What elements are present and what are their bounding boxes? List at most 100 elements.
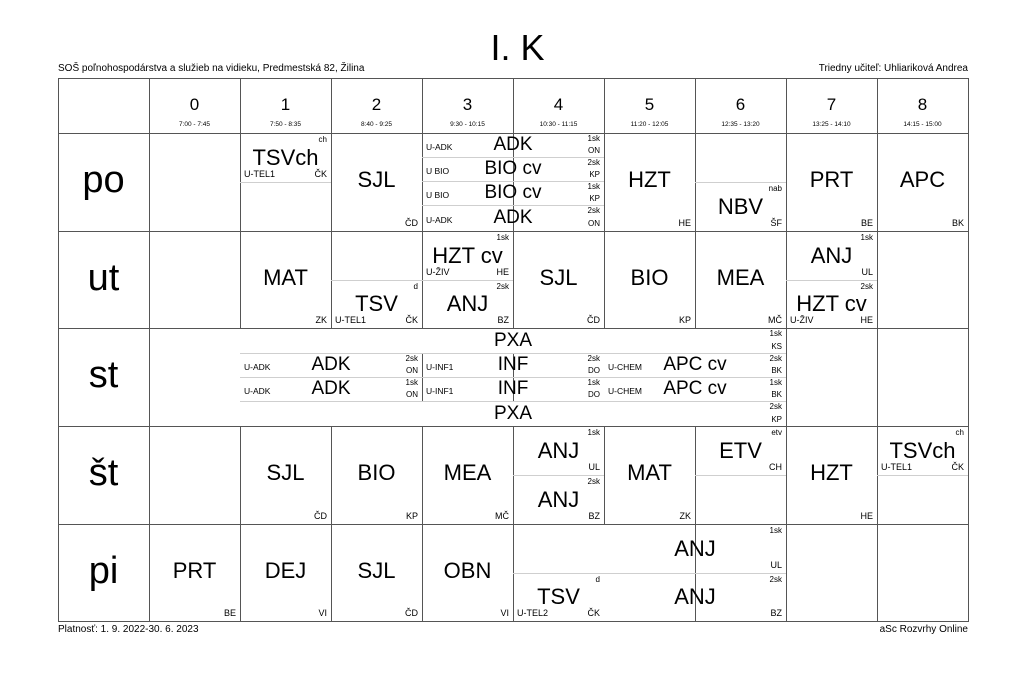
lesson-group: 2sk (769, 575, 782, 584)
lesson-group: ch (955, 428, 964, 437)
lesson-subject: BIO cv (484, 182, 542, 203)
lesson-subject: HZT cv (432, 242, 503, 268)
period-number: 5 (644, 95, 655, 114)
grid-line (513, 524, 514, 621)
grid-line (240, 231, 241, 328)
lesson-subject: HZT (810, 460, 853, 485)
lesson-teacher: HE (496, 267, 509, 277)
lesson-group: 1sk (496, 233, 509, 242)
cell-divider (695, 182, 786, 183)
lesson-group: 1sk (860, 233, 873, 242)
grid-line (422, 426, 423, 524)
lesson-room: U-CHEM (608, 362, 642, 372)
grid-line (877, 133, 878, 231)
lesson-subject: BIO (357, 460, 396, 485)
lesson-group: 2sk (587, 206, 600, 215)
lesson-room: U-ADK (426, 215, 453, 225)
lesson-teacher: KP (405, 511, 418, 521)
lesson-group: nab (768, 184, 782, 193)
lesson-subject: BIO (630, 264, 669, 290)
lesson-room: U-ADK (244, 386, 271, 396)
lesson-room: U-TEL2 (517, 608, 549, 618)
lesson-subject: APC (899, 167, 946, 192)
lesson-teacher: ČD (587, 315, 600, 325)
grid-line (695, 78, 696, 133)
lesson-subject: TSVch (889, 437, 956, 463)
lesson-teacher: KP (678, 315, 691, 325)
period-number: 8 (917, 95, 928, 114)
lesson-subject: ADK (493, 134, 533, 155)
lesson-teacher: ON (406, 366, 418, 375)
grid-line (422, 78, 423, 133)
lesson-cell[interactable]: BIO KP (331, 426, 422, 524)
lesson-subject: ADK (493, 207, 533, 228)
grid-line (604, 133, 605, 231)
lesson-room: U-INF1 (426, 386, 454, 396)
lesson-teacher: KS (771, 341, 782, 351)
grid-line (513, 78, 514, 133)
period-time: 10:30 - 11:15 (539, 121, 578, 128)
lesson-subject: MAT (263, 264, 308, 290)
lesson-subject: DEJ (264, 557, 307, 583)
brand-label: aSc Rozvrhy Online (879, 624, 968, 635)
grid-line (786, 78, 787, 133)
lesson-subject: BIO cv (484, 158, 542, 179)
grid-line (513, 133, 514, 231)
cell-divider (513, 475, 604, 476)
lesson-subject: ADK (311, 378, 351, 399)
lesson-teacher: BZ (588, 511, 600, 521)
lesson-group: 2sk (587, 477, 600, 486)
period-number: 1 (280, 95, 291, 114)
lesson-subject: TSV (355, 291, 398, 316)
lesson-room: U-ŽIV (426, 267, 450, 277)
lesson-subject: INF (497, 354, 529, 375)
grid-line (604, 78, 605, 133)
cell-divider (331, 280, 422, 281)
lesson-teacher: ZK (679, 511, 691, 521)
lesson-cell[interactable]: BIO KP (604, 231, 695, 328)
lesson-room: U-TEL1 (244, 169, 276, 179)
